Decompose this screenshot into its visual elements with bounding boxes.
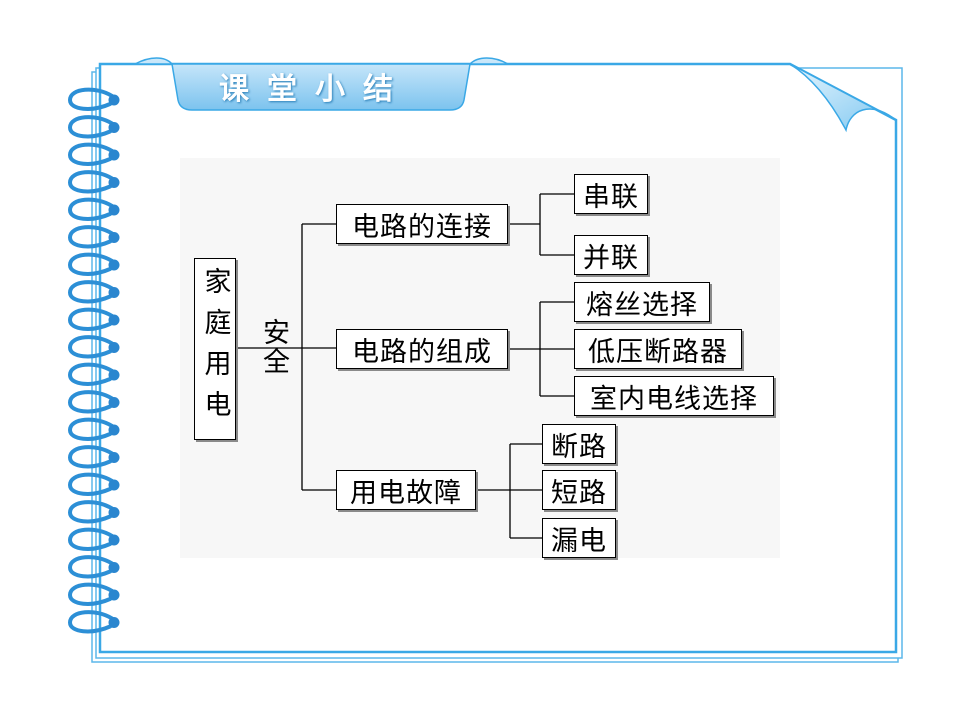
ring-icon	[67, 225, 120, 249]
leaf-node: 断路	[542, 424, 616, 464]
leaf-node: 熔丝选择	[574, 282, 710, 322]
ring-icon	[67, 472, 120, 496]
leaf-node: 室内电线选择	[574, 376, 774, 416]
ring-icon	[67, 445, 120, 469]
ring-icon	[67, 280, 120, 304]
ring-icon	[67, 170, 120, 194]
ring-icon	[67, 87, 120, 111]
leaf-node: 串联	[574, 174, 648, 214]
ring-icon	[67, 252, 120, 276]
notebook-ring-icon	[67, 87, 120, 634]
ring-icon	[67, 362, 120, 386]
ring-icon	[67, 527, 120, 551]
ring-icon	[67, 500, 120, 524]
ring-icon	[67, 390, 120, 414]
ring-icon	[67, 115, 120, 139]
leaf-node: 低压断路器	[574, 329, 742, 369]
ring-icon	[67, 555, 120, 579]
ring-icon	[67, 610, 120, 634]
ring-icon	[67, 197, 120, 221]
group-node-connection: 电路的连接	[336, 204, 508, 244]
leaf-node: 短路	[542, 470, 616, 510]
page-title: 课堂小结	[219, 72, 411, 107]
ring-icon	[67, 582, 120, 606]
root-node: 家庭用电	[194, 258, 236, 440]
group-node-faults: 用电故障	[336, 470, 476, 510]
ring-icon	[67, 335, 120, 359]
ring-icon	[67, 307, 120, 331]
leaf-node: 漏电	[542, 518, 616, 558]
group-node-composition: 电路的组成	[336, 329, 508, 369]
ring-icon	[67, 142, 120, 166]
leaf-node: 并联	[574, 235, 648, 275]
branch-label: 安全	[258, 318, 289, 376]
ring-icon	[67, 417, 120, 441]
